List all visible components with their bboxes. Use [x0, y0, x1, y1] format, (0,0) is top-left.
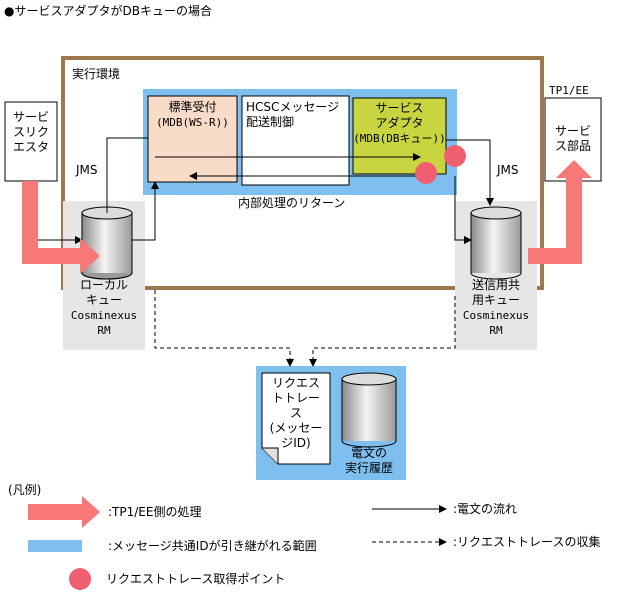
diagram-title: ●サービスアダプタがDBキューの場合 — [4, 4, 212, 18]
legend-trace-collection-label: :リクエストトレースの収集 — [453, 535, 601, 549]
local-queue-label: ローカル キュー Cosminexus RM — [70, 278, 138, 337]
requester-label: サービ スリク エスタ — [12, 110, 49, 154]
trace-point-1 — [444, 145, 466, 167]
service-adapter-box — [352, 97, 447, 175]
legend-graphics — [28, 496, 447, 590]
jms-right-label: JMS — [497, 163, 519, 177]
legend-title: (凡例) — [8, 483, 42, 497]
execution-environment-label: 実行環境 — [72, 67, 121, 81]
legend-flow-label: :電文の流れ — [453, 502, 518, 516]
history-label: 電文の 実行履歴 — [344, 446, 393, 475]
legend-blue-band — [28, 540, 82, 552]
trace-collection-lines — [154, 290, 456, 367]
trace-point-2 — [415, 162, 437, 184]
service-adapter-label: サービス アダプタ (MDB(DBキュー)) — [353, 101, 446, 145]
standard-receiver-box — [147, 95, 238, 183]
tp1-service-label: サービ ス部品 — [554, 124, 591, 153]
internal-return-label: 内部処理のリターン — [238, 196, 346, 210]
execution-environment-frame — [61, 56, 544, 290]
jms-left-label: JMS — [76, 163, 98, 177]
history-cylinder — [341, 372, 397, 448]
standard-receiver-label: 標準受付 (MDB(WS-R)) — [156, 100, 229, 129]
message-flow-lines — [29, 137, 494, 244]
send-queue-cylinder — [470, 206, 522, 280]
send-queue-label: 送信用共 用キュー Cosminexus RM — [462, 278, 530, 337]
requester-box — [4, 101, 58, 182]
request-trace-doc — [261, 372, 331, 465]
legend-id-range-label: :メッセージ共通IDが引き継がれる範囲 — [108, 539, 317, 553]
legend-pink-arrow — [28, 496, 100, 528]
legend-trace-point-label: リクエストトレース取得ポイント — [106, 572, 286, 586]
legend-tp1-label: :TP1/EE側の処理 — [108, 505, 202, 519]
tp1-label: TP1/EE — [549, 84, 589, 97]
hcsc-box — [241, 95, 350, 186]
request-trace-label: リクエス トトレー ス (メッセー ジID) — [269, 376, 323, 450]
local-queue-cylinder — [81, 206, 133, 280]
tp1-processing-arrows — [22, 160, 592, 274]
hcsc-label: HCSCメッセージ 配送制御 — [246, 100, 340, 129]
legend-trace-point — [69, 568, 91, 590]
